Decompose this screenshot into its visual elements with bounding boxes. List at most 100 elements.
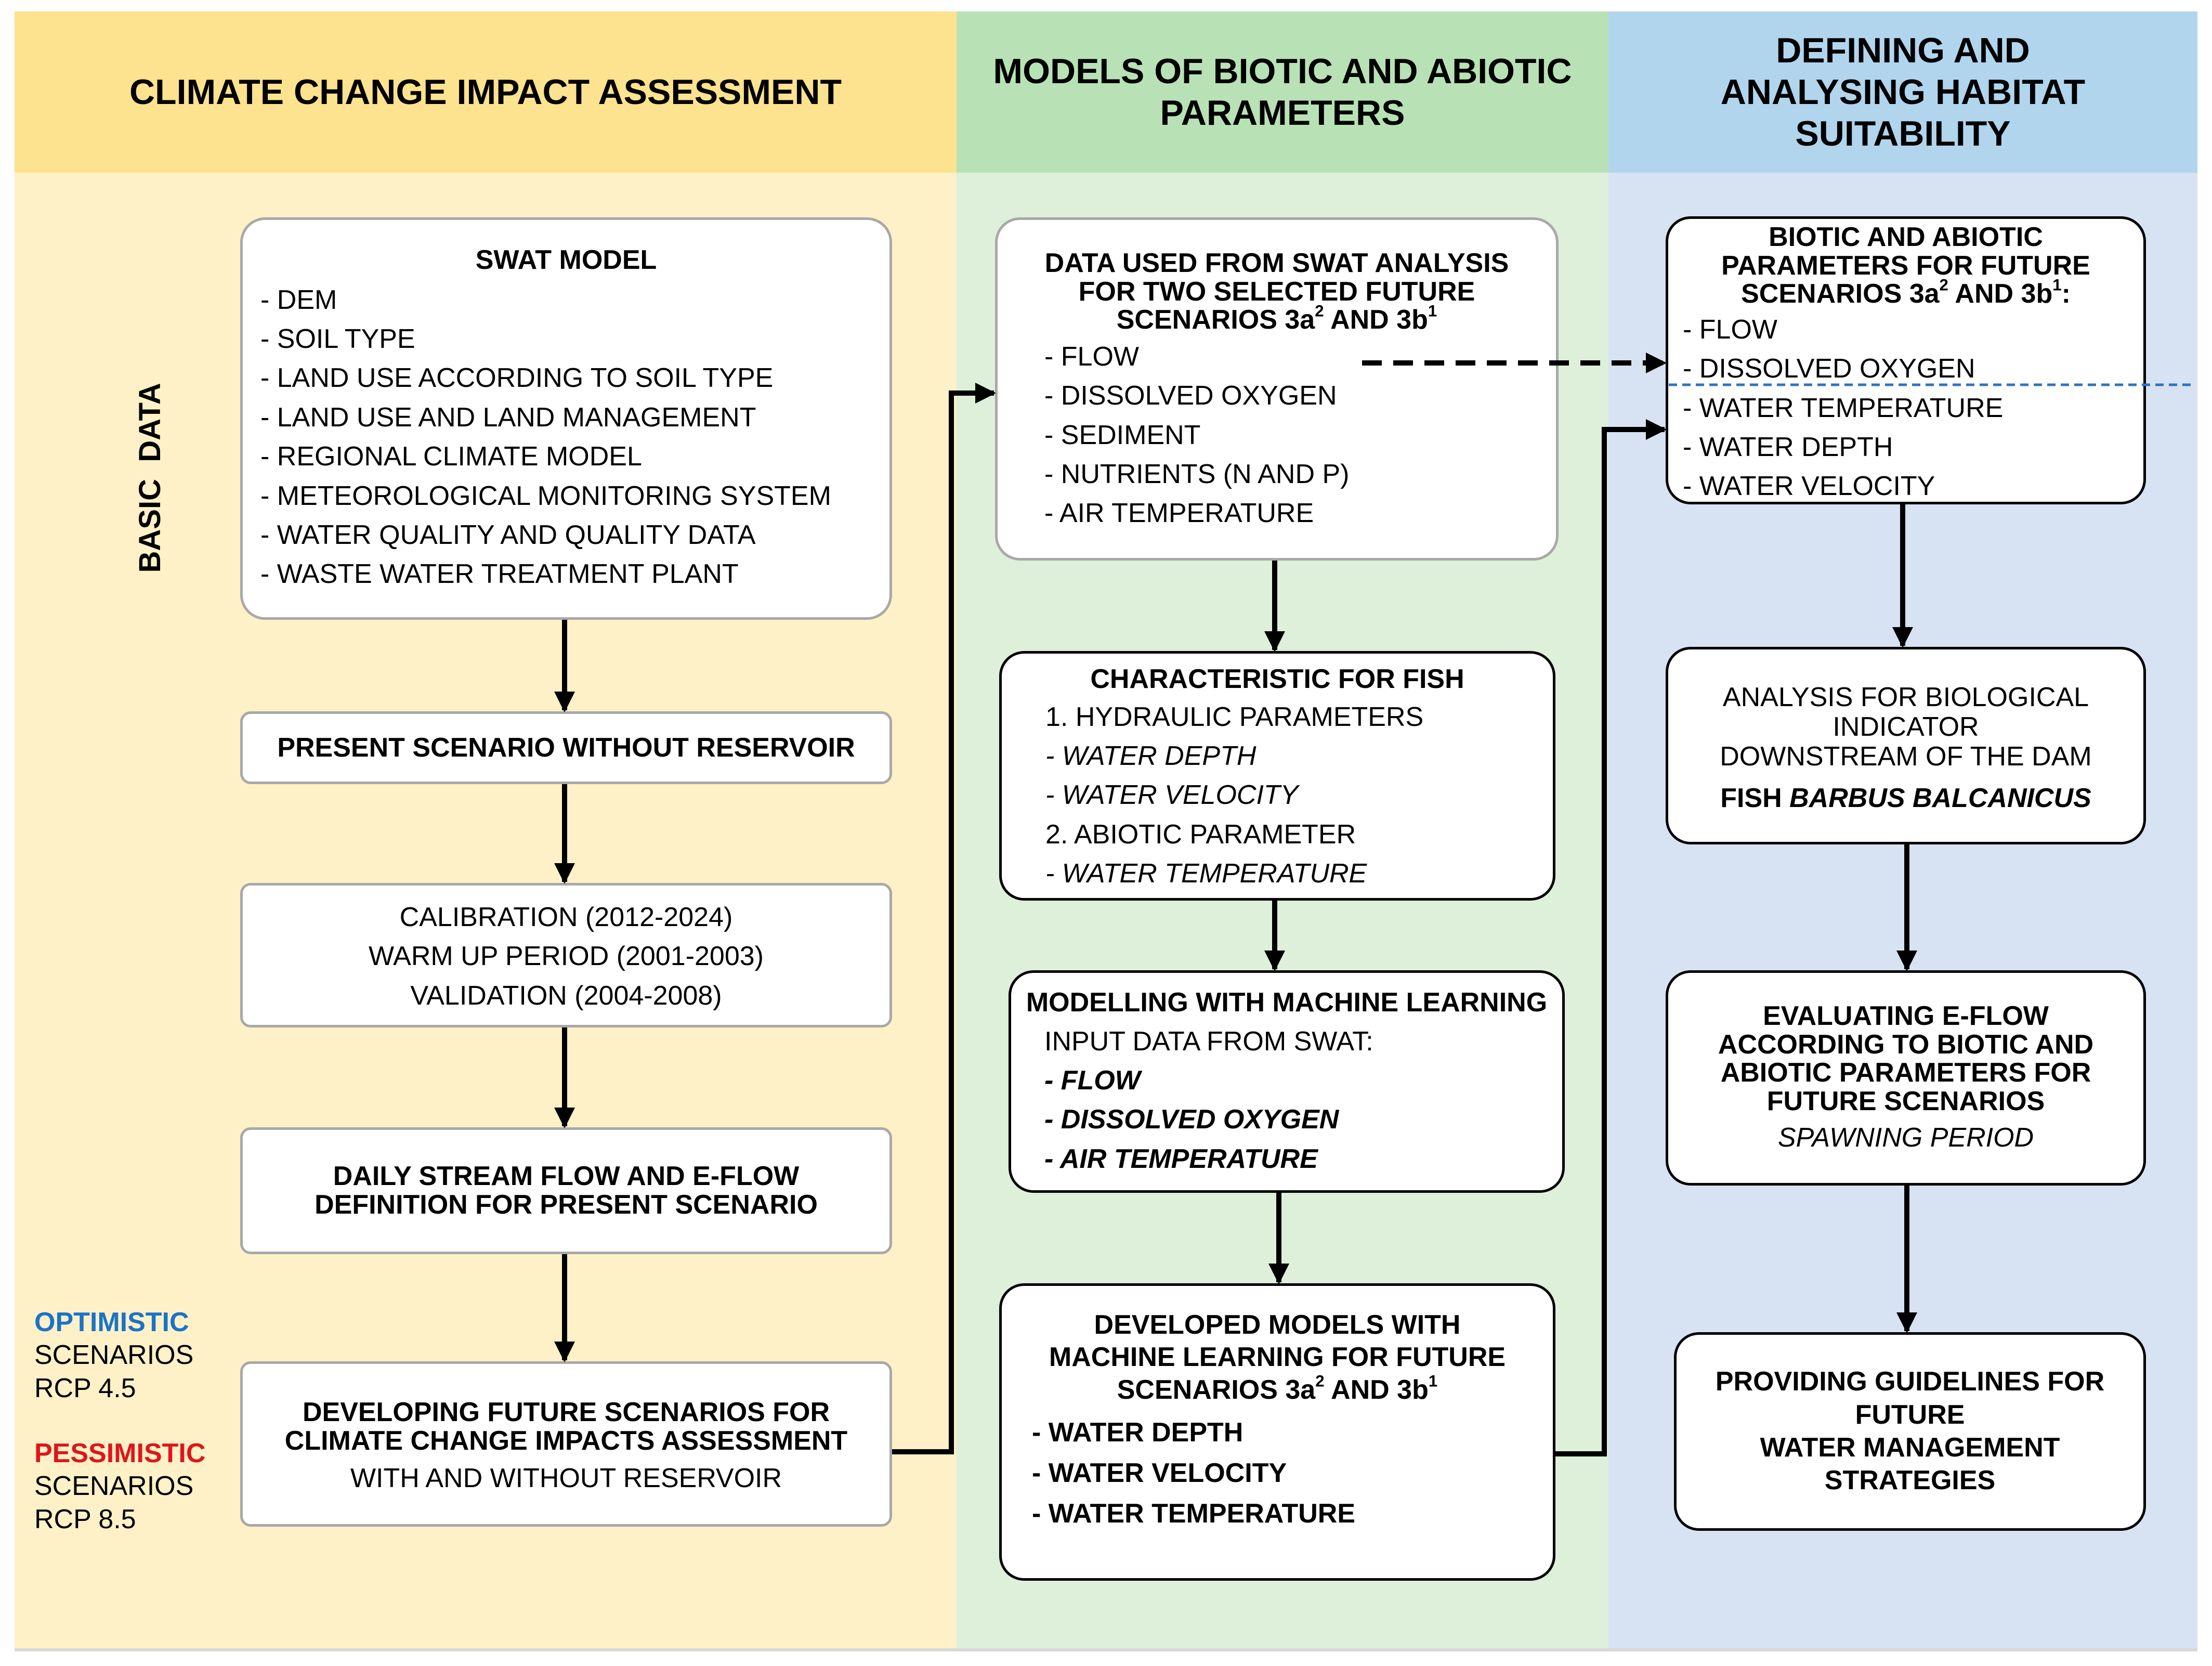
water-temperature-item: - WATER TEMPERATURE xyxy=(1045,858,1367,889)
swat-model-list: - DEM - SOIL TYPE - LAND USE ACCORDING T… xyxy=(260,281,889,594)
water-depth-item: - WATER DEPTH xyxy=(1045,740,1256,771)
list-item: - WASTE WATER TREATMENT PLANT xyxy=(260,559,739,590)
col3-header-bg xyxy=(1608,11,2197,173)
data-used-box: DATA USED FROM SWAT ANALYSIS FOR TWO SEL… xyxy=(995,217,1559,561)
data-used-line2: FOR TWO SELECTED FUTURE xyxy=(1078,276,1475,307)
biological-indicator-box: ANALYSIS FOR BIOLOGICAL INDICATOR DOWNST… xyxy=(1666,647,2146,844)
pessimistic-line2: SCENARIOS xyxy=(34,1471,194,1502)
list-item: - WATER TEMPERATURE xyxy=(1683,393,2004,423)
developing-line1: DEVELOPING FUTURE SCENARIOS FOR xyxy=(302,1397,830,1427)
eflow-line2: ACCORDING TO BIOTIC AND xyxy=(1718,1029,2094,1060)
developing-line2: CLIMATE CHANGE IMPACTS ASSESSMENT xyxy=(284,1425,848,1456)
text: AND 3b xyxy=(1324,305,1428,335)
analysis-line2: INDICATOR xyxy=(1833,712,1979,743)
list-item: - NUTRIENTS (N AND P) xyxy=(1044,459,1350,489)
list-item: - WATER TEMPERATURE xyxy=(1032,1499,1356,1529)
biotic-list-bottom: - WATER TEMPERATURE - WATER DEPTH - WATE… xyxy=(1683,389,2143,502)
developed-title: DEVELOPED MODELS WITH MACHINE LEARNING F… xyxy=(1002,1309,1553,1406)
list-item: - FLOW xyxy=(1044,341,1139,372)
optimistic-label: OPTIMISTIC xyxy=(34,1307,189,1337)
biotic-line2: PARAMETERS FOR FUTURE xyxy=(1721,250,2090,281)
data-used-line3: SCENARIOS 3a2 AND 3b1 xyxy=(998,303,1556,335)
superscript: 1 xyxy=(1428,1372,1438,1390)
bottom-divider xyxy=(15,1648,2197,1651)
list-item: - FLOW xyxy=(1683,314,1777,345)
developed-models-box: DEVELOPED MODELS WITH MACHINE LEARNING F… xyxy=(999,1283,1555,1581)
biotic-title: BIOTIC AND ABIOTIC PARAMETERS FOR FUTURE… xyxy=(1668,223,2143,308)
water-velocity-item: - WATER VELOCITY xyxy=(1045,780,1299,811)
daily-line1: DAILY STREAM FLOW AND E-FLOW xyxy=(333,1161,800,1192)
ml-oxygen-item: - DISSOLVED OXYGEN xyxy=(1044,1104,1339,1135)
developed-line2: MACHINE LEARNING FOR FUTURE xyxy=(1049,1342,1506,1373)
pessimistic-line3: RCP 8.5 xyxy=(34,1504,136,1534)
list-item: - REGIONAL CLIMATE MODEL xyxy=(260,441,642,472)
text: SCENARIOS 3a xyxy=(1741,279,1940,309)
fish-title: CHARACTERISTIC FOR FISH xyxy=(1090,664,1464,694)
eflow-line1: EVALUATING E-FLOW xyxy=(1763,1001,2049,1031)
validation-line: VALIDATION (2004-2008) xyxy=(410,980,722,1011)
pessimistic-scenarios: PESSIMISTIC SCENARIOS RCP 8.5 xyxy=(34,1437,205,1536)
ml-title: MODELLING WITH MACHINE LEARNING xyxy=(1026,987,1548,1018)
calibration-line: CALIBRATION (2012-2024) xyxy=(399,902,733,932)
ml-flow-item: - FLOW xyxy=(1044,1065,1141,1096)
developing-future-box: DEVELOPING FUTURE SCENARIOS FOR CLIMATE … xyxy=(240,1361,892,1527)
superscript: 1 xyxy=(2052,276,2062,294)
col2-header-bg xyxy=(957,11,1608,173)
arrow-developed-to-biotic xyxy=(1555,419,1667,1456)
list-item: - WATER VELOCITY xyxy=(1032,1458,1287,1489)
fish-characteristics-box: CHARACTERISTIC FOR FISH 1. HYDRAULIC PAR… xyxy=(999,651,1555,901)
list-item: - SOIL TYPE xyxy=(260,323,415,354)
text: AND 3b xyxy=(1948,279,2053,309)
column-header-text: MODELS OF BIOTIC AND ABIOTIC PARAMETERS xyxy=(993,51,1572,133)
list-item: - WATER DEPTH xyxy=(1683,432,1893,462)
arrow-developing-to-data-used xyxy=(892,383,996,1454)
list-item: - WATER DEPTH xyxy=(1032,1417,1244,1448)
biotic-list-top: - FLOW - DISSOLVED OXYGEN xyxy=(1683,310,2143,389)
guidelines-line4: STRATEGIES xyxy=(1824,1465,1996,1496)
list-item: - SEDIMENT xyxy=(1044,420,1201,450)
spawning-period: SPAWNING PERIOD xyxy=(1777,1123,2034,1153)
superscript: 2 xyxy=(1315,302,1324,320)
developed-line3: SCENARIOS 3a2 AND 3b1 xyxy=(1002,1372,1553,1406)
evaluating-eflow-box: EVALUATING E-FLOW ACCORDING TO BIOTIC AN… xyxy=(1666,970,2146,1186)
list-item: - WATER QUALITY AND QUALITY DATA xyxy=(260,519,756,550)
column-header-models: MODELS OF BIOTIC AND ABIOTIC PARAMETERS xyxy=(957,11,1608,173)
analysis-line1: ANALYSIS FOR BIOLOGICAL xyxy=(1722,682,2089,712)
hydraulic-parameters: 1. HYDRAULIC PARAMETERS xyxy=(1045,701,1424,732)
column-header-habitat: DEFINING AND ANALYSING HABITAT SUITABILI… xyxy=(1608,11,2197,173)
superscript: 2 xyxy=(1315,1372,1325,1390)
optimistic-line2: SCENARIOS xyxy=(34,1340,194,1371)
developed-list: - WATER DEPTH - WATER VELOCITY - WATER T… xyxy=(1032,1412,1553,1534)
daily-line2: DEFINITION FOR PRESENT SCENARIO xyxy=(315,1190,818,1220)
analysis-line3: DOWNSTREAM OF THE DAM xyxy=(1720,741,2092,772)
swat-model-box: SWAT MODEL - DEM - SOIL TYPE - LAND USE … xyxy=(240,217,892,620)
list-item: - METEOROLOGICAL MONITORING SYSTEM xyxy=(260,480,831,511)
guidelines-line2: FUTURE xyxy=(1855,1399,1965,1430)
ml-air-temp-item: - AIR TEMPERATURE xyxy=(1044,1143,1318,1174)
analysis-line4: FISH BARBUS BALCANICUS xyxy=(1668,783,2143,813)
list-item: - DISSOLVED OXYGEN xyxy=(1044,381,1337,411)
swat-model-title: SWAT MODEL xyxy=(475,245,657,275)
pessimistic-label: PESSIMISTIC xyxy=(34,1438,206,1468)
machine-learning-box: MODELLING WITH MACHINE LEARNING INPUT DA… xyxy=(1009,970,1565,1193)
data-used-list: - FLOW - DISSOLVED OXYGEN - SEDIMENT - N… xyxy=(1044,337,1556,533)
column-header-text: CLIMATE CHANGE IMPACT ASSESSMENT xyxy=(129,72,842,112)
daily-stream-flow-box: DAILY STREAM FLOW AND E-FLOW DEFINITION … xyxy=(240,1127,892,1254)
warm-up-line: WARM UP PERIOD (2001-2003) xyxy=(368,941,764,972)
col1-header-bg xyxy=(15,11,957,173)
optimistic-scenarios: OPTIMISTIC SCENARIOS RCP 4.5 xyxy=(34,1306,193,1405)
calibration-box: CALIBRATION (2012-2024) WARM UP PERIOD (… xyxy=(240,883,892,1027)
column-header-text: DEFINING AND ANALYSING HABITAT SUITABILI… xyxy=(1720,30,2086,154)
guidelines-line3: WATER MANAGEMENT xyxy=(1760,1433,2060,1463)
species-name: BARBUS BALCANICUS xyxy=(1789,783,2091,813)
text: : xyxy=(2061,279,2071,309)
text: SCENARIOS 3a xyxy=(1117,1374,1316,1405)
ml-input-label: INPUT DATA FROM SWAT: xyxy=(1044,1026,1373,1057)
list-item: - DISSOLVED OXYGEN xyxy=(1683,354,1975,384)
list-item: - AIR TEMPERATURE xyxy=(1044,498,1314,529)
data-used-title: DATA USED FROM SWAT ANALYSIS FOR TWO SEL… xyxy=(998,249,1556,334)
developed-line1: DEVELOPED MODELS WITH xyxy=(1094,1310,1461,1340)
optimistic-line3: RCP 4.5 xyxy=(34,1373,136,1403)
list-item: - LAND USE ACCORDING TO SOIL TYPE xyxy=(260,363,774,394)
